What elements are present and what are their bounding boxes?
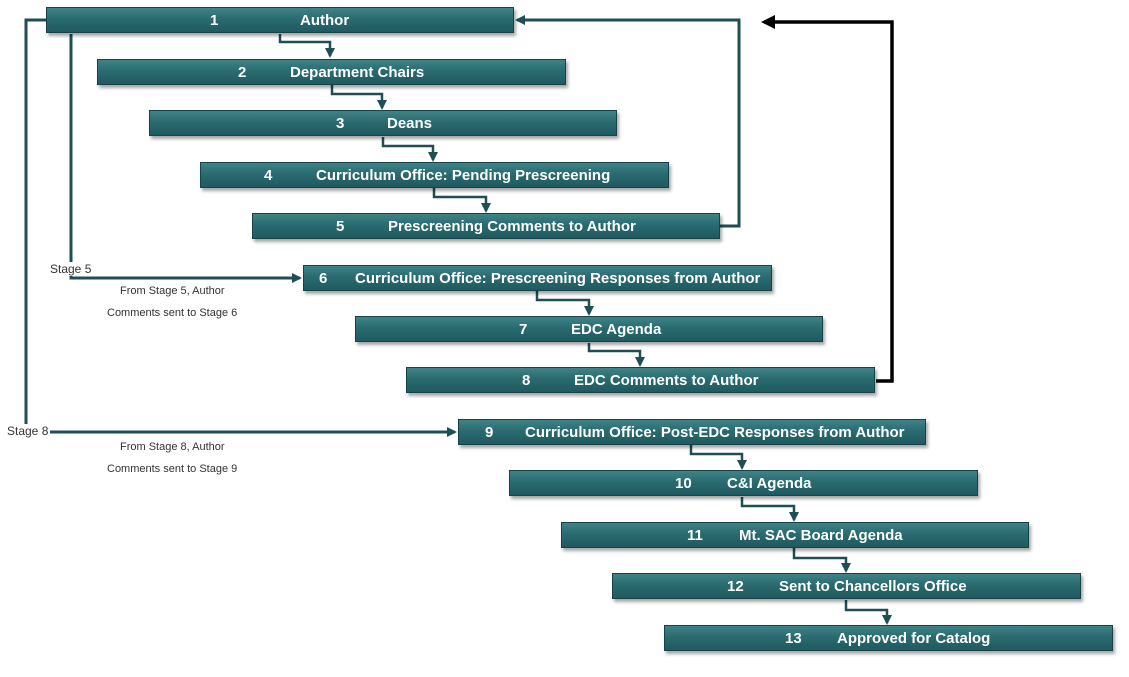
connector-1-2 (278, 34, 335, 58)
connector-2-3 (330, 85, 387, 110)
stage-label: Prescreening Comments to Author (388, 218, 636, 235)
step-connectors (278, 34, 892, 625)
author-to-stage9-line (24, 18, 457, 437)
return-arrow-stage8-to-top (761, 15, 894, 383)
stage-label: EDC Comments to Author (574, 372, 759, 389)
stage-number: 5 (336, 218, 345, 235)
stage-label: Approved for Catalog (837, 630, 991, 647)
stage-number: 2 (238, 64, 247, 81)
stage-label: Deans (387, 115, 433, 132)
stage-box-5: 5 Prescreening Comments to Author (252, 213, 720, 239)
stage-box-9: 9 Curriculum Office: Post-EDC Responses … (458, 419, 926, 445)
connector-7-8 (587, 343, 645, 367)
stage-label: Author (300, 12, 350, 29)
stage-number: 8 (522, 372, 531, 389)
stage-label: Department Chairs (290, 64, 425, 81)
stage8-note-line2: Comments sent to Stage 9 (107, 463, 238, 475)
stage-box-2: 2 Department Chairs (97, 59, 566, 85)
stage8-side-label: Stage 8 (7, 424, 51, 438)
stage-label: Sent to Chancellors Office (779, 578, 967, 595)
stage-number: 10 (675, 475, 692, 492)
return-arrow-stage5-to-author (515, 15, 741, 228)
stage-box-6: 6 Curriculum Office: Prescreening Respon… (303, 265, 772, 291)
stage-label: EDC Agenda (571, 321, 662, 338)
stage-box-7: 7 EDC Agenda (355, 316, 823, 342)
stage-box-11: 11 Mt. SAC Board Agenda (561, 522, 1029, 548)
connector-12-13 (844, 600, 892, 625)
connector-11-12 (792, 548, 851, 573)
stage-number: 13 (785, 630, 802, 647)
connector-4-5 (432, 188, 491, 213)
author-to-stage6-line (69, 34, 302, 283)
connector-10-11 (740, 497, 799, 522)
stage-number: 3 (336, 115, 345, 132)
stage5-side-label: Stage 5 (50, 262, 94, 276)
stage-box-12: 12 Sent to Chancellors Office (612, 573, 1081, 599)
stage-label: C&I Agenda (727, 475, 812, 492)
connector-6-7 (535, 291, 594, 316)
stage-number: 11 (687, 527, 703, 544)
stage-box-8: 8 EDC Comments to Author (406, 367, 875, 393)
stage-label: Mt. SAC Board Agenda (739, 527, 903, 544)
stage-label: Curriculum Office: Pending Prescreening (316, 167, 611, 184)
stage-number: 1 (210, 12, 219, 29)
stage5-note-line2: Comments sent to Stage 6 (107, 307, 238, 319)
stage-number: 4 (264, 167, 273, 184)
stage-box-13: 13 Approved for Catalog (664, 625, 1113, 651)
connector-9-10 (689, 445, 747, 470)
stage-box-4: 4 Curriculum Office: Pending Prescreenin… (200, 162, 669, 188)
stage-number: 9 (485, 424, 494, 441)
stage-label: Curriculum Office: Prescreening Response… (355, 270, 761, 287)
stage-number: 6 (319, 270, 328, 287)
stage8-note-line1: From Stage 8, Author (120, 441, 225, 453)
stage-box-1: 1 Author (46, 7, 514, 33)
stage-number: 12 (727, 578, 744, 595)
stage-box-10: 10 C&I Agenda (509, 470, 978, 496)
stage-number: 7 (519, 321, 528, 338)
stage-label: Curriculum Office: Post-EDC Responses fr… (525, 424, 905, 441)
stage5-note-line1: From Stage 5, Author (120, 285, 225, 297)
connector-3-4 (381, 137, 438, 162)
stage-box-3: 3 Deans (149, 110, 617, 136)
